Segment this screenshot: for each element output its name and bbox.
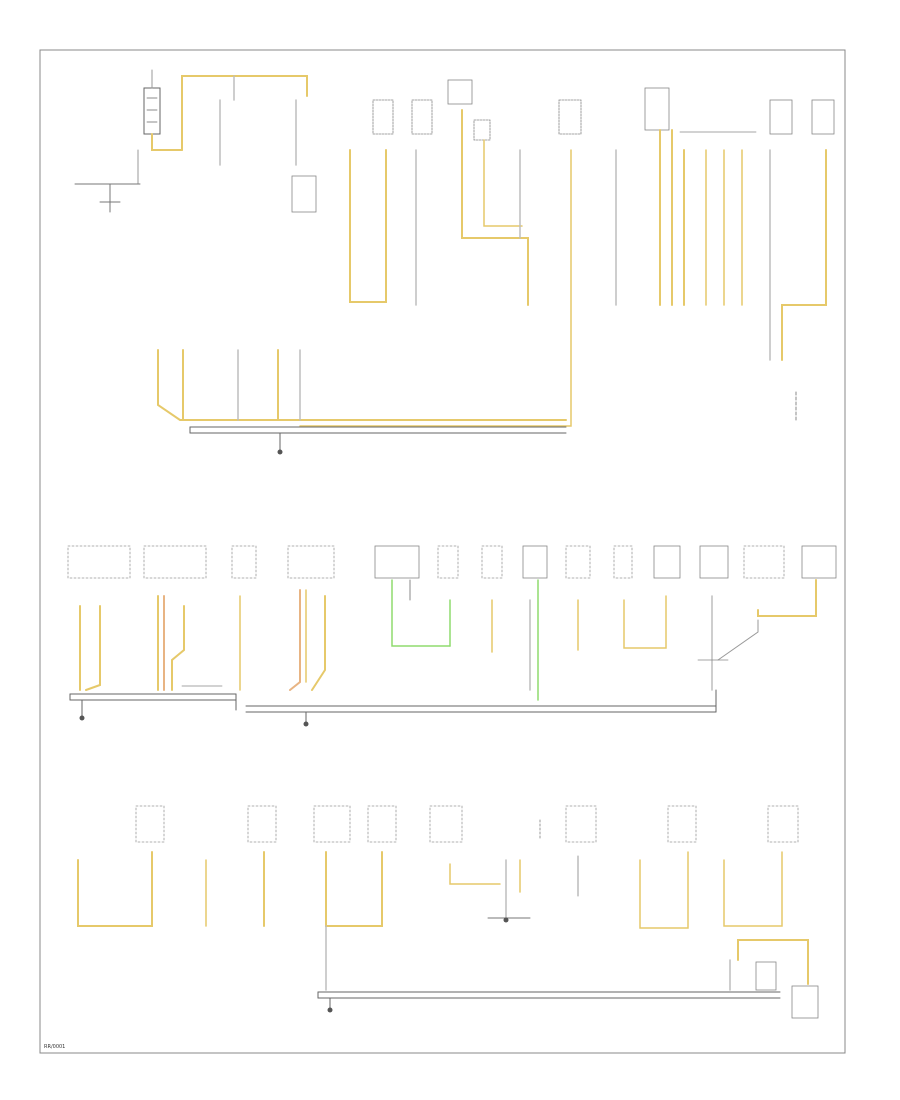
component-box <box>411 99 433 135</box>
ground-point <box>327 1007 333 1013</box>
section-top <box>74 69 835 455</box>
figure-id: RR/0001 <box>44 1044 65 1050</box>
section-middle <box>67 545 837 727</box>
ground-point <box>79 715 85 721</box>
component-box <box>644 87 670 131</box>
diagram-frame <box>39 49 846 1054</box>
component-box <box>473 119 491 141</box>
ground-point <box>303 721 309 727</box>
component-box <box>372 99 394 135</box>
component-box <box>769 99 793 135</box>
battery-component <box>143 87 161 135</box>
component-box <box>558 99 582 135</box>
component-box <box>447 79 473 105</box>
ground-point <box>503 917 509 923</box>
section-bottom <box>77 805 819 1019</box>
ground-point <box>277 449 283 455</box>
component-box <box>811 99 835 135</box>
